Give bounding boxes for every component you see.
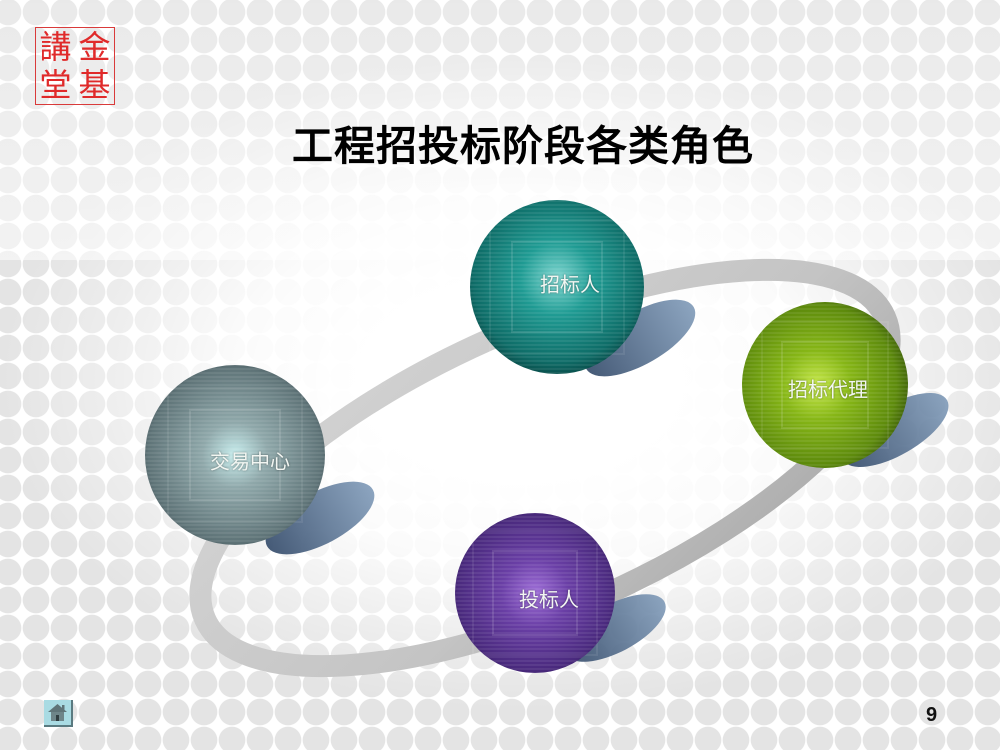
node-label-exchange-center: 交易中心 (210, 449, 290, 474)
home-icon (48, 704, 67, 721)
background-fade-top (0, 0, 1000, 260)
sphere-tenderer[interactable] (470, 200, 644, 374)
seal-char: 堂 (39, 66, 72, 104)
page-number: 9 (926, 704, 938, 726)
sphere-bidder[interactable] (455, 513, 615, 673)
node-label-tenderer: 招标人 (540, 272, 600, 297)
node-label-bidder: 投标人 (519, 587, 579, 612)
seal-char: 基 (78, 66, 111, 104)
seal-char: 金 (78, 28, 111, 66)
seal-char: 講 (39, 28, 72, 66)
home-button[interactable] (44, 700, 73, 727)
slide-title: 工程招投标阶段各类角色 (292, 122, 754, 170)
sphere-agency[interactable] (742, 302, 908, 468)
sphere-exchange-center[interactable] (145, 365, 325, 545)
logo-seal: 金 基 講 堂 (35, 27, 115, 105)
node-label-agency: 招标代理 (788, 377, 868, 402)
